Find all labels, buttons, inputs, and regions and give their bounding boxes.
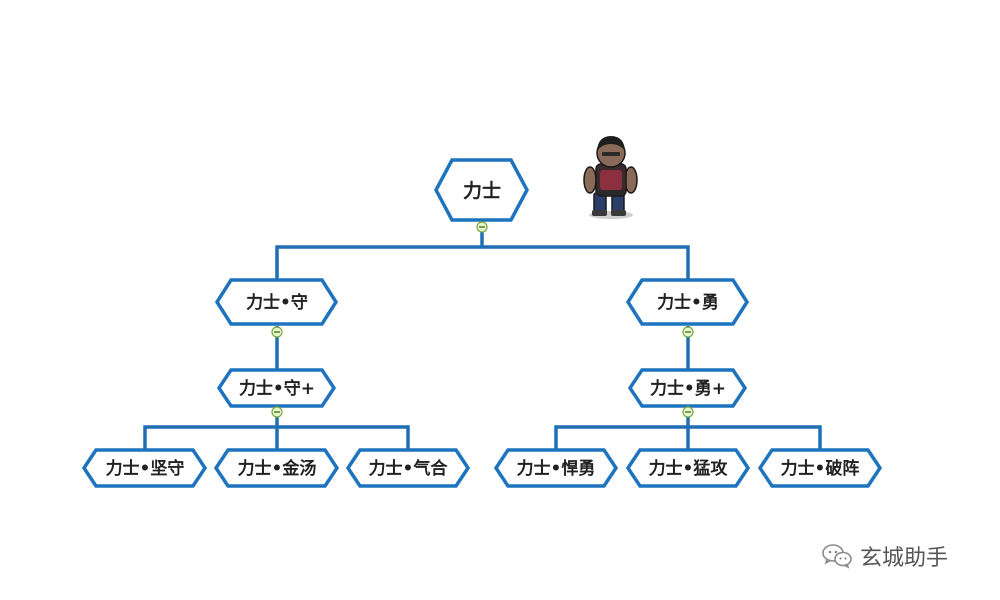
collapse-toggle-shou[interactable] [271,326,283,338]
node-shou[interactable]: 力士•守 [214,278,339,326]
node-jianshou[interactable]: 力士•坚守 [81,448,208,488]
node-shou-plus-label: 力士•守+ [239,378,315,399]
connector-root-branch [275,245,690,279]
node-root-shape [434,158,529,222]
node-yong-plus-shape [627,368,748,408]
connector-lines [143,222,822,450]
node-jintang-shape [213,448,340,488]
node-hanyong[interactable]: 力士•悍勇 [493,448,619,488]
node-root[interactable]: 力士 [434,158,529,222]
node-shou-label: 力士•守 [246,292,308,313]
watermark: 玄城助手 [822,536,948,576]
node-qihe[interactable]: 力士•气合 [345,448,471,488]
node-pozhen[interactable]: 力士•破阵 [757,448,883,488]
node-pozhen-shape [757,448,883,488]
collapse-toggle-yong[interactable] [682,326,694,338]
node-root-label: 力士 [463,179,501,202]
node-yong-label: 力士•勇 [657,292,719,313]
node-shou-shape [214,278,339,326]
node-jintang[interactable]: 力士•金汤 [213,448,340,488]
node-menggong-label: 力士•猛攻 [649,458,729,479]
wechat-icon [822,544,852,569]
node-qihe-label: 力士•气合 [369,458,449,479]
node-yong[interactable]: 力士•勇 [625,278,750,326]
node-qihe-shape [345,448,471,488]
node-jianshou-shape [81,448,208,488]
node-shou-plus-shape [216,368,337,408]
watermark-text: 玄城助手 [860,546,949,571]
collapse-toggle-shou-plus[interactable] [271,406,283,418]
node-jintang-label: 力士•金汤 [238,458,317,479]
collapse-toggle-root[interactable] [476,221,488,233]
node-jianshou-label: 力士•坚守 [106,458,185,479]
node-pozhen-label: 力士•破阵 [781,458,860,479]
node-hanyong-label: 力士•悍勇 [517,458,596,479]
node-menggong-shape [625,448,751,488]
collapse-toggle-yong-plus[interactable] [682,406,694,418]
node-menggong[interactable]: 力士•猛攻 [625,448,751,488]
node-yong-shape [625,278,750,326]
node-hanyong-shape [493,448,619,488]
node-yong-plus-label: 力士•勇+ [650,378,726,399]
warrior-character-icon [583,136,638,219]
node-shou-plus[interactable]: 力士•守+ [216,368,337,408]
node-yong-plus[interactable]: 力士•勇+ [627,368,748,408]
